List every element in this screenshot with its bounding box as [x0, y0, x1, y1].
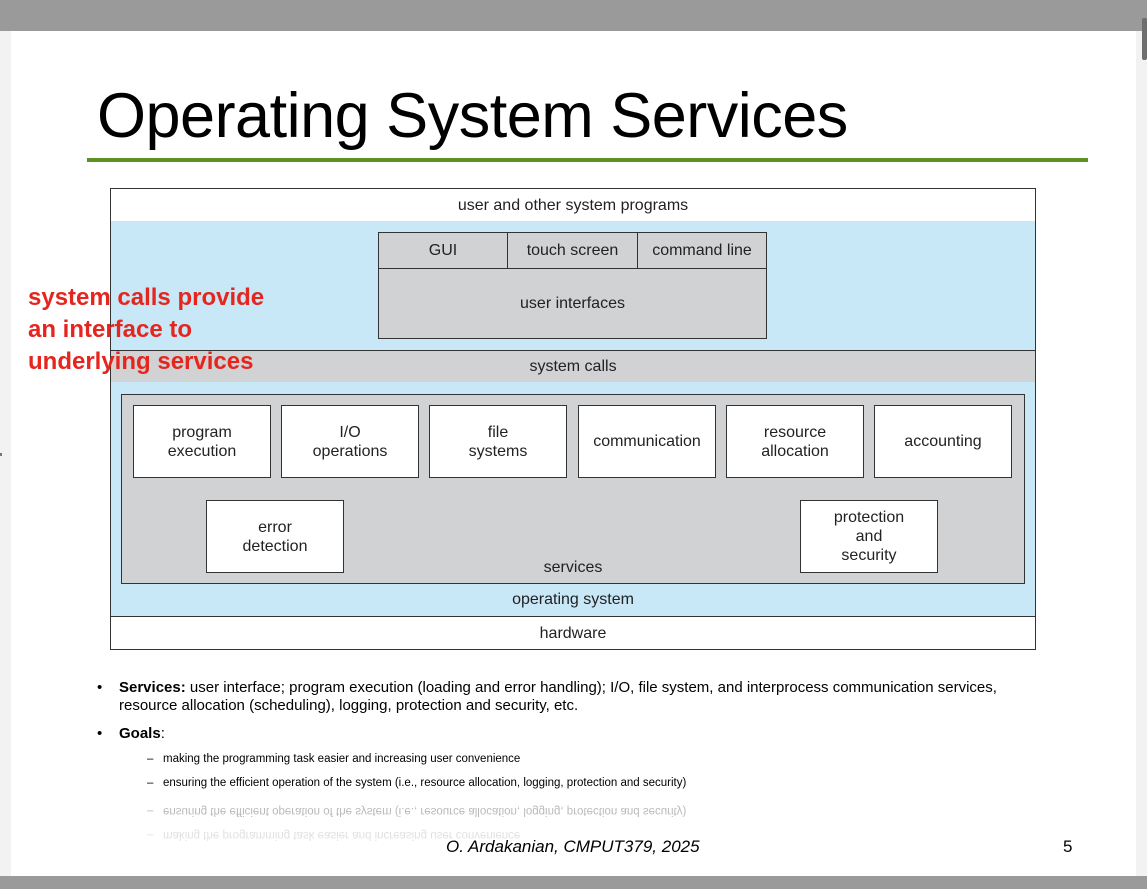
goals-heading: Goals: [119, 725, 161, 742]
resource-allocation-box: resource allocation: [726, 405, 864, 478]
services-heading: Services:: [119, 679, 186, 696]
dash-marker: –: [147, 777, 154, 789]
reflection-goal-2: ensuring the efficient operation of the …: [163, 805, 687, 817]
goals-colon: :: [160, 725, 165, 742]
bullet-marker: •: [97, 679, 103, 696]
protection-security-box: protection and security: [800, 500, 938, 573]
dash-marker: –: [147, 753, 154, 765]
operating-system-label: operating system: [512, 591, 634, 608]
error-detection-label: error detection: [242, 518, 308, 555]
file-systems-label: file systems: [468, 423, 528, 460]
top-bar: [0, 0, 1147, 31]
hardware-label: hardware: [539, 624, 607, 642]
page-number: 5: [1063, 837, 1073, 856]
communication-box: communication: [578, 405, 716, 478]
goal-item-1-text: making the programming task easier and i…: [163, 753, 521, 765]
services-bullet: • Services: user interface; program execu…: [97, 679, 1037, 715]
slide-title: Operating System Services: [97, 81, 848, 151]
command-line-label: command line: [652, 242, 752, 259]
title-underline: [87, 158, 1088, 162]
right-margin: [1136, 31, 1147, 876]
user-programs-layer: user and other system programs: [110, 188, 1036, 222]
reflection-dash-1: –: [147, 829, 154, 841]
services-text: user interface; program execution (loadi…: [119, 679, 997, 714]
page-edge-mark: [0, 453, 2, 456]
reflection-dash-2: –: [147, 805, 154, 817]
file-systems-box: file systems: [429, 405, 567, 478]
goal-item-1: –making the programming task easier and …: [97, 752, 1037, 766]
error-detection-box: error detection: [206, 500, 344, 573]
gui-box: GUI: [378, 232, 508, 269]
accounting-box: accounting: [874, 405, 1012, 478]
scrollbar-thumb[interactable]: [1142, 18, 1147, 60]
touch-screen-label: touch screen: [526, 242, 619, 259]
program-execution-label: program execution: [167, 423, 237, 460]
goal-item-2-text: ensuring the efficient operation of the …: [163, 777, 687, 789]
resource-allocation-label: resource allocation: [761, 423, 829, 460]
user-programs-label: user and other system programs: [457, 196, 689, 214]
user-interfaces-label: user interfaces: [520, 295, 625, 312]
program-execution-box: program execution: [133, 405, 271, 478]
system-calls-layer: system calls: [110, 350, 1036, 383]
io-operations-label: I/O operations: [312, 423, 388, 460]
bullet-marker: •: [97, 725, 103, 742]
os-services-diagram: user and other system programs GUI touch…: [110, 188, 1036, 650]
slide-footer: O. Ardakanian, CMPUT379, 2025: [446, 837, 700, 856]
goals-bullet: • Goals:: [97, 725, 1037, 743]
system-calls-callout: system calls provide an interface to und…: [28, 284, 265, 375]
accounting-label: accounting: [904, 433, 982, 450]
hardware-layer: hardware: [110, 616, 1036, 650]
gui-label: GUI: [428, 242, 458, 259]
communication-label: communication: [593, 433, 701, 450]
protection-security-label: protection and security: [833, 509, 905, 564]
system-calls-label: system calls: [529, 358, 617, 375]
left-margin: [0, 31, 11, 876]
bullet-list: • Services: user interface; program execu…: [97, 679, 1037, 790]
bottom-bar: [0, 876, 1147, 889]
io-operations-box: I/O operations: [281, 405, 419, 478]
command-line-box: command line: [637, 232, 767, 269]
goal-item-2: –ensuring the efficient operation of the…: [97, 776, 1037, 790]
services-label: services: [543, 559, 603, 576]
touch-screen-box: touch screen: [507, 232, 638, 269]
